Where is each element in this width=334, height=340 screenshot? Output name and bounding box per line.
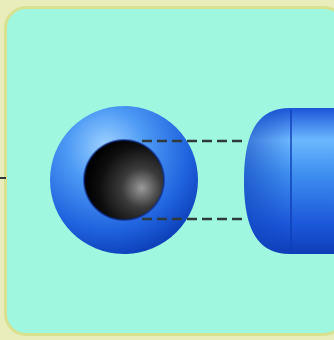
capsule-end-shade (244, 108, 290, 254)
